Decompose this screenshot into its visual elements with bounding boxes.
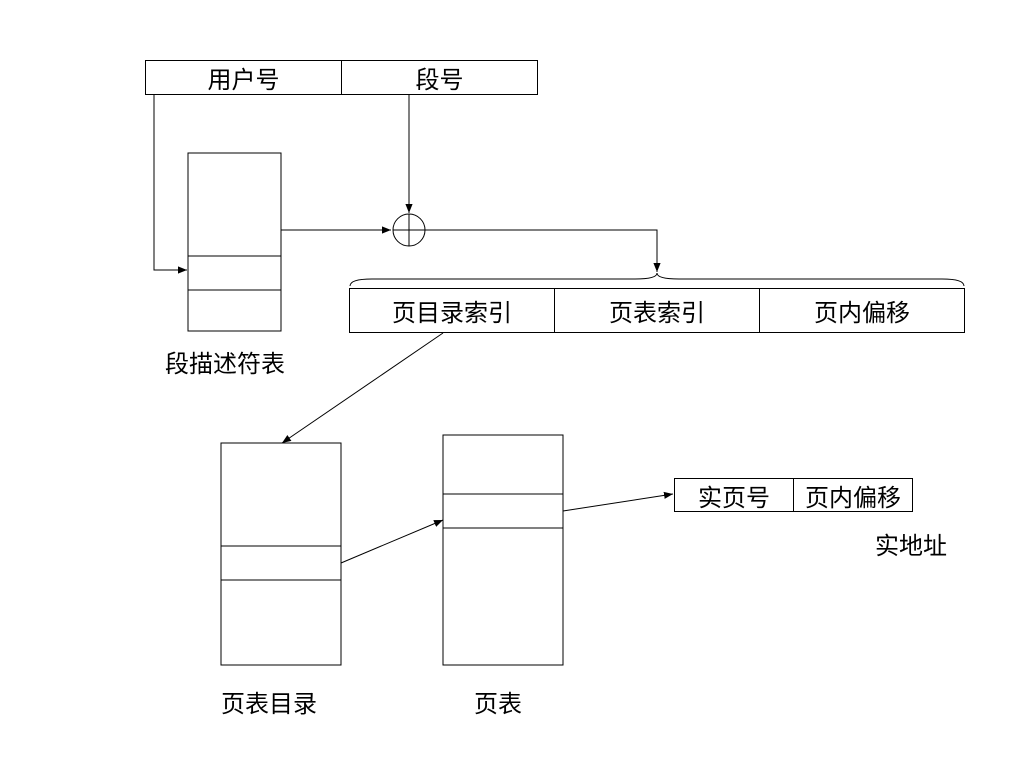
dir-index-arrow [281,332,444,444]
dir-to-table-arrow [340,519,444,564]
segment-descriptor-table-caption: 段描述符表 [165,350,285,378]
table-to-real-address-arrow [562,491,674,512]
user-no-label: 用户号 [207,66,280,94]
user-no-arrow [153,94,187,274]
page-directory-caption: 页表目录 [221,690,317,718]
page-dir-index-label: 页目录索引 [392,299,512,327]
segment-no-field: 段号 [342,60,538,95]
real-page-offset-field: 页内偏移 [794,478,913,512]
page-offset-field: 页内偏移 [760,288,965,333]
segment-descriptor-table [187,152,282,332]
page-table [442,434,564,666]
real-page-no-label: 实页号 [698,483,770,512]
real-address-caption: 实地址 [875,532,947,560]
segment-no-label: 段号 [415,66,464,94]
adder-icon [392,213,426,247]
adder-to-linear-address-arrow [425,229,661,272]
real-page-no-field: 实页号 [674,478,794,512]
page-offset-label: 页内偏移 [814,299,910,327]
page-table-index-field: 页表索引 [555,288,760,333]
page-directory-table [220,442,342,666]
page-table-index-label: 页表索引 [609,299,705,327]
page-dir-index-field: 页目录索引 [349,288,555,333]
linear-address-brace [349,272,965,287]
page-table-caption: 页表 [474,690,522,718]
real-page-offset-label: 页内偏移 [805,483,901,512]
user-no-field: 用户号 [145,60,342,95]
